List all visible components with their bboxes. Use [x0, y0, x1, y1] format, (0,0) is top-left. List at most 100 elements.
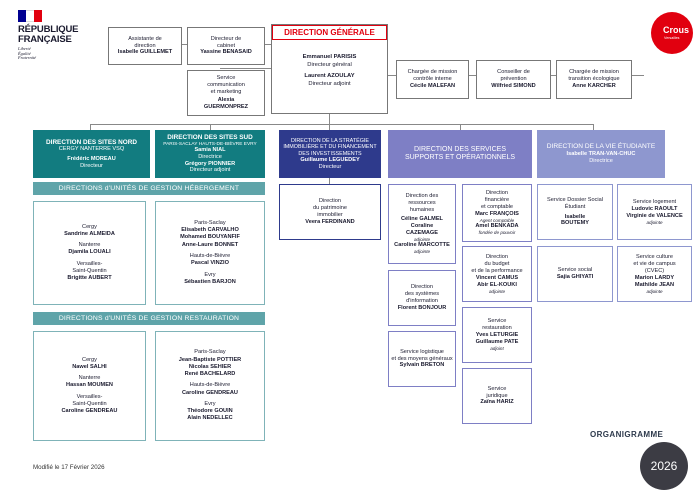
nord-role: Directeur — [80, 162, 103, 169]
strategie-name: Guillaume LEGUEDEY — [300, 157, 360, 164]
dg-role1: Directeur général — [307, 61, 352, 68]
resto-n2: Guillaume PATE — [475, 339, 519, 346]
juridique-r1: Service — [487, 385, 507, 392]
heb-sud-c2: Hauts-de-Bièvre — [189, 253, 231, 259]
communication-name2: GUERMONPREZ — [203, 104, 249, 111]
res-sud-n3a: Théodore GOUIN — [187, 408, 233, 415]
res-sud-n1a: Jean-Baptiste POTTIER — [178, 356, 242, 363]
resto-r2: restauration — [482, 325, 512, 332]
dse-n2: BOUTEMY — [561, 220, 589, 227]
motto-liberte: Liberté — [18, 46, 31, 51]
sud-role2: Directeur adjoint — [189, 167, 231, 174]
nord-sites: CERGY NANTERRE VSQ — [58, 146, 125, 153]
social-name: Sajia GHIYATI — [556, 274, 594, 280]
box-patrimoine: Direction du patrimoine immobilier Veera… — [279, 184, 381, 240]
rh-s3: adjointe — [413, 249, 431, 255]
logistique-name: Sylvain BRETON — [399, 362, 445, 369]
patrimoine-r2: du patrimoine — [313, 204, 347, 211]
box-direction-generale: DIRECTION GÉNÉRALE Emmanuel PARISIS Dire… — [271, 24, 388, 114]
box-res-nord: Cergy Nawel SALHI Nanterre Hassan MOUMEN… — [33, 331, 146, 441]
box-rh: Direction des ressources humaines Céline… — [388, 184, 456, 264]
transition-name: Anne KARCHER — [572, 82, 616, 89]
header-direction-vie: DIRECTION DE LA VIE ÉTUDIANTE Isabelle T… — [537, 130, 665, 178]
dse-r1: Service Dossier Social — [547, 196, 603, 203]
logement-s2: adjointe — [646, 219, 663, 225]
republique-francaise-logo: RÉPUBLIQUE FRANÇAISE Liberté Égalité Fra… — [18, 10, 88, 60]
heb-nord-n2: Djamila LOUALI — [68, 249, 111, 256]
budget-s2: adjointe — [488, 288, 506, 294]
box-cabinet: Directeur de cabinet Yassine BENASAID — [187, 27, 265, 65]
res-sud-n1c: René BACHELARD — [184, 371, 236, 378]
band-restauration: DIRECTIONS d'UNITÉS DE GESTION RESTAURAT… — [33, 312, 265, 325]
box-si: Direction des systèmes d'information Flo… — [388, 270, 456, 326]
nord-name: Frédéric MOREAU — [67, 155, 116, 162]
rh-n2b: CAZEMAGE — [405, 229, 438, 236]
fin-r1: Direction — [485, 189, 509, 196]
heb-sud-n1a: Elisabeth CARVALHO — [181, 227, 239, 234]
communication-role3: et marketing — [210, 88, 242, 95]
communication-role2: communication — [207, 81, 245, 88]
sud-name1: Samia NIAL — [194, 147, 226, 154]
box-transition: Chargée de mission transition écologique… — [556, 60, 632, 99]
box-juridique: Service juridique Zaïna HARIZ — [462, 368, 532, 424]
vie-name: Isabelle TRAN-VAN-CHUC — [566, 151, 636, 158]
rh-n1: Céline GALMEL — [401, 215, 443, 222]
rh-n3: Caroline MARCOTTE — [394, 242, 450, 249]
fin-s1: Agent comptable — [479, 217, 515, 223]
crous-wordmark: Crous — [663, 25, 690, 35]
box-heb-nord: Cergy Sandrine ALMEIDA Nanterre Djamila … — [33, 201, 146, 305]
budget-r2: du budget — [484, 260, 510, 267]
culture-r3: (CVEC) — [644, 267, 665, 274]
heb-sud-n3: Sébastien BARJON — [184, 278, 236, 285]
crous-city: Versailles — [664, 36, 680, 40]
patrimoine-name: Veera FERDINAND — [305, 219, 355, 226]
header-direction-sud: DIRECTION DES SITES SUD PARIS-SACLAY HAU… — [155, 130, 265, 178]
rh-r3: humaines — [409, 206, 435, 213]
heb-nord-c2: Nanterre — [78, 242, 101, 249]
heb-nord-c3a: Versailles- — [76, 260, 103, 267]
logistique-r1: Service logistique — [400, 348, 444, 355]
marianne-flag-icon — [18, 10, 42, 22]
culture-r2: et vie de campus — [633, 260, 676, 267]
budget-r1: Direction — [485, 253, 509, 260]
sud-name2: Grégory PIONNIER — [184, 160, 236, 167]
budget-n1: Vincent CAMUS — [475, 274, 519, 281]
motto-egalite: Égalité — [18, 50, 31, 56]
controle-role: Chargée de mission contrôle interne — [407, 69, 458, 82]
fin-n1: Marc FRANÇOIS — [475, 210, 519, 217]
resto-n1: Yves LETURGIE — [475, 332, 519, 339]
heb-nord-n1: Sandrine ALMEIDA — [64, 230, 115, 237]
si-r1: Direction — [410, 284, 434, 291]
si-r2: des systèmes — [404, 291, 440, 298]
res-nord-c3b: Saint-Quentin — [72, 400, 107, 407]
rh-s2: adjointe — [413, 236, 431, 242]
organigramme-label: ORGANIGRAMME — [590, 430, 664, 439]
header-direction-nord: DIRECTION DES SITES NORD CERGY NANTERRE … — [33, 130, 150, 178]
rh-r2: ressources — [408, 199, 436, 206]
fin-s2: fondée de pouvoir — [478, 230, 516, 236]
box-budget: Direction du budget et de la performance… — [462, 246, 532, 302]
res-nord-c1: Cergy — [82, 356, 97, 363]
rh-n2a: Coraline — [410, 222, 434, 229]
box-dse: Service Dossier Social Étudiant Isabelle… — [537, 184, 613, 240]
heb-sud-n1b: Mohamed BOUYANFIF — [180, 234, 240, 241]
res-sud-n2: Caroline GENDREAU — [182, 389, 238, 396]
resto-s2: adjoint — [490, 346, 504, 352]
box-heb-sud: Paris-Saclay Elisabeth CARVALHO Mohamed … — [155, 201, 265, 305]
box-assistante: Assistante de direction Isabelle GUILLEM… — [108, 27, 182, 65]
sud-title: DIRECTION DES SITES SUD — [167, 133, 253, 141]
crous-logo: Crous Versailles — [651, 12, 693, 54]
dg-role2: Directeur adjoint — [308, 80, 351, 87]
prevention-name: Wilfried SIMOND — [491, 82, 536, 89]
si-r3: d'information — [406, 298, 438, 304]
nord-title: DIRECTION DES SITES NORD — [46, 138, 137, 146]
header-direction-strategie: DIRECTION DE LA STRATÉGIE IMMOBILIÈRE ET… — [279, 130, 381, 178]
dse-n1: Isabelle — [564, 213, 586, 220]
culture-r1: Service culture — [636, 253, 673, 260]
assistante-name: Isabelle GUILLEMET — [117, 49, 173, 56]
prevention-role: Conseiller de prévention — [497, 69, 530, 82]
res-nord-c2: Nanterre — [78, 375, 101, 382]
box-communication: Service communication et marketing Alexi… — [187, 70, 265, 116]
heb-sud-n1c: Anne-Laure BONNET — [181, 241, 239, 248]
band-hebergement: DIRECTIONS d'UNITÉS DE GESTION HÉBERGEME… — [33, 182, 265, 195]
